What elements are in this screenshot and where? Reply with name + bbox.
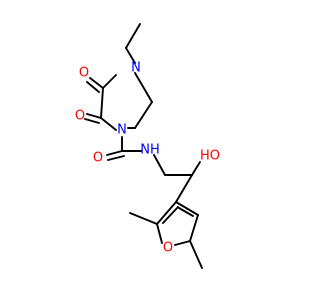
bond-c2-o-b — [84, 118, 100, 124]
bond-carbonyl-o-a — [106, 150, 123, 156]
bond-nh-ch2 — [153, 154, 166, 176]
molecule-diagram: O O N N O NH HO O — [0, 0, 300, 300]
bond-furan-c5-o — [174, 240, 191, 246]
bond-furan-c4-c5 — [189, 214, 199, 242]
bond-furan-c3-c4-double — [178, 207, 194, 217]
bond-ethyl-ch2 — [125, 47, 136, 64]
atom-o-ketone-lower: O — [75, 109, 85, 124]
bond-c2-o-a — [86, 113, 102, 119]
bond-c3-o-a — [89, 77, 104, 89]
bond-furan-c2-methyl — [129, 212, 158, 225]
atom-o-ketone-upper: O — [79, 66, 89, 81]
bond-ethyl-ch3 — [125, 23, 141, 49]
bond-carbonyl-o-b — [107, 155, 125, 161]
bond-n4-c5 — [134, 72, 153, 103]
bond-choh-oh — [191, 161, 201, 176]
bond-c3-n4 — [102, 74, 117, 89]
bond-furan-c3-c2 — [156, 201, 177, 225]
atom-oh-hydroxyl: HO — [200, 149, 220, 164]
atom-o-furan: O — [163, 241, 173, 256]
bond-furan-c5-methyl — [189, 240, 203, 269]
bond-furan-c2-c3-double — [162, 206, 179, 224]
bond-n1-c2 — [100, 117, 117, 131]
bond-c2-c3 — [100, 87, 104, 119]
background — [0, 0, 300, 300]
atom-o-amide: O — [93, 151, 103, 166]
atom-nh-amide: NH — [140, 143, 160, 158]
bond-c5-c6 — [134, 101, 153, 129]
bond-c3-o-b — [86, 81, 100, 93]
atom-n-ring-bottom: N — [117, 123, 127, 138]
bond-choh-furan — [175, 174, 193, 203]
bond-furan-c3-c4 — [175, 201, 199, 216]
bond-furan-o-c2 — [156, 223, 163, 244]
atom-n-ring-top: N — [131, 61, 141, 76]
